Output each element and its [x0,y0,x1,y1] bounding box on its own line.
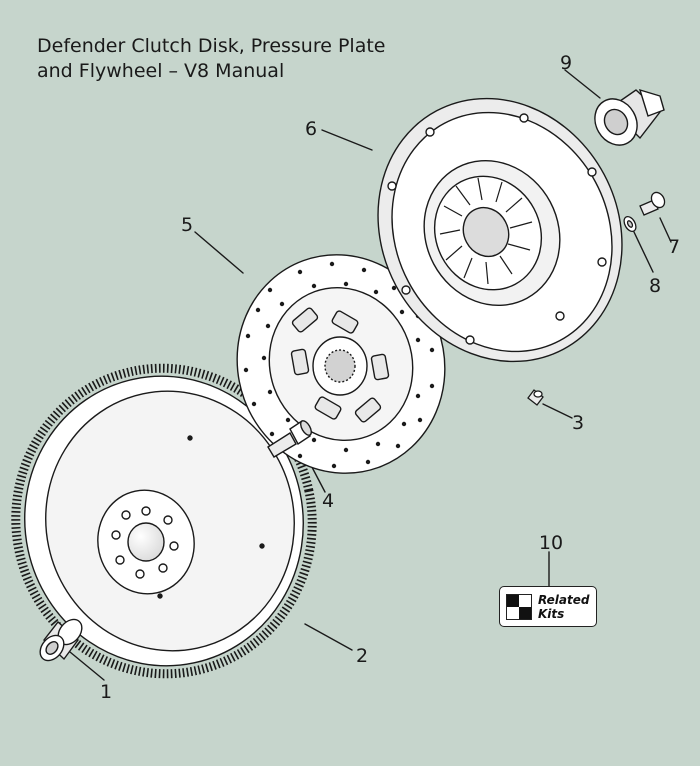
pressure-plate [377,97,623,363]
spigot-bush [39,618,83,662]
leader-lines [69,69,672,681]
title-line-2: and Flywheel – V8 Manual [37,60,285,82]
callout-9: 9 [559,52,573,74]
title-line-1: Defender Clutch Disk, Pressure Plate [37,35,386,57]
related-kits-line-1: Related [538,593,590,607]
callout-10: 10 [538,532,564,554]
locating-dowel [527,389,544,406]
callout-7: 7 [667,236,681,258]
callout-2: 2 [355,645,369,667]
callout-3: 3 [571,412,585,434]
callout-8: 8 [648,275,662,297]
related-kits-label: Related Kits [538,593,596,621]
bolt [639,191,666,216]
checkered-flag-icon [506,594,532,620]
dowel [267,419,312,458]
callout-4: 4 [321,490,335,512]
callout-1: 1 [99,681,113,703]
clutch-disc [236,254,446,474]
related-kits-line-2: Kits [538,607,565,621]
callout-5: 5 [180,214,194,236]
washer [623,215,637,233]
related-kits-button[interactable]: Related Kits [499,586,597,627]
callout-6: 6 [304,118,318,140]
flywheel [11,363,317,679]
release-bearing [594,88,665,146]
diagram-title: Defender Clutch Disk, Pressure Plate and… [37,34,386,84]
